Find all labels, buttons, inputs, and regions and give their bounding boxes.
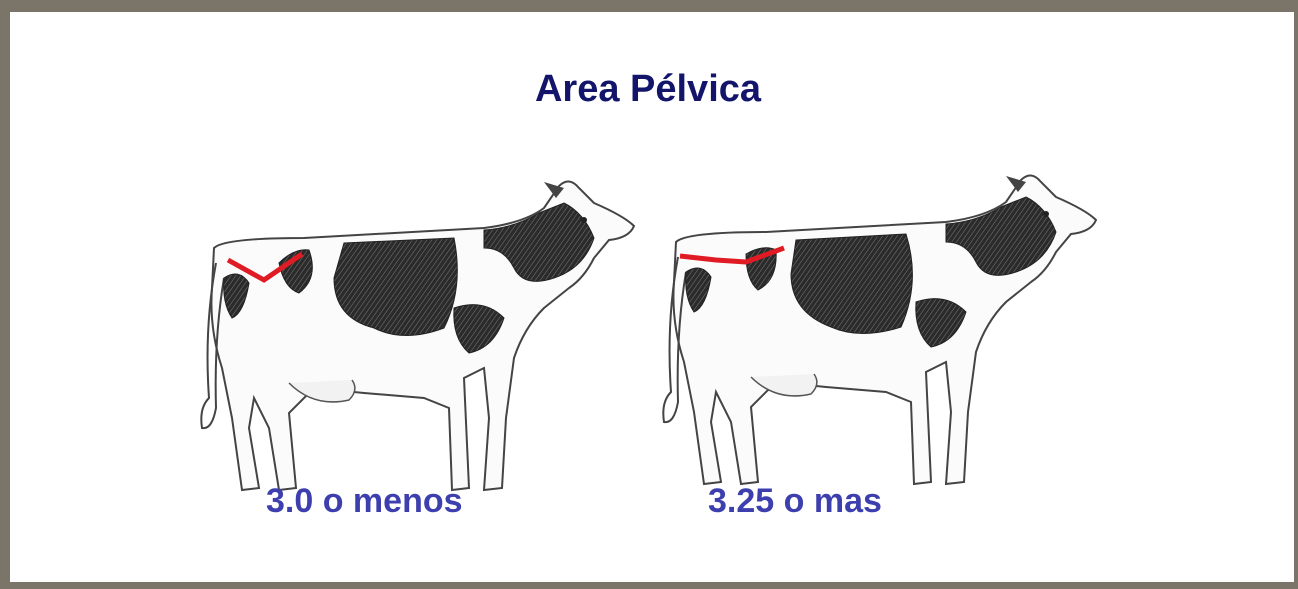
- cow-illustration-left: [200, 180, 636, 492]
- page-title: Area Pélvica: [534, 68, 762, 110]
- caption-right: 3.25 o mas: [708, 482, 882, 520]
- pelvic-line-v: [226, 251, 304, 283]
- cow-illustration-right: [662, 174, 1098, 486]
- caption-left: 3.0 o menos: [266, 482, 463, 520]
- slide-frame: Area Pélvica: [10, 12, 1294, 582]
- pelvic-line-flat: [679, 245, 785, 265]
